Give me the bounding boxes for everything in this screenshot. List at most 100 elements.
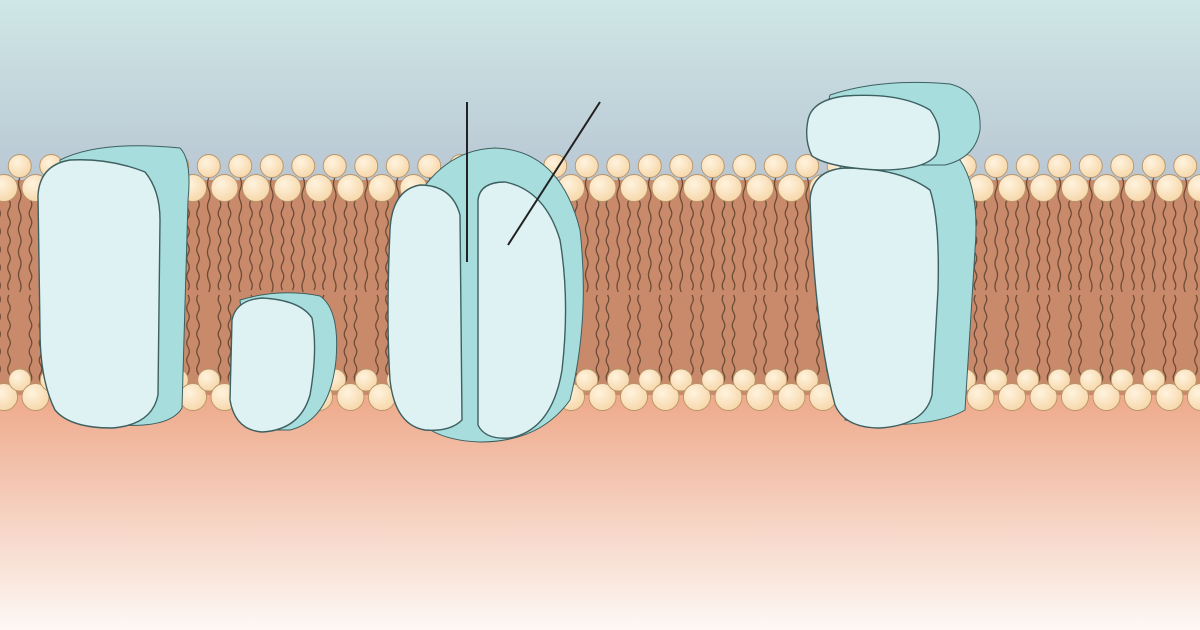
phospholipid-tail bbox=[249, 199, 253, 291]
phospholipid-head bbox=[259, 154, 284, 178]
leader-line-2 bbox=[507, 101, 601, 246]
phospholipid-tail bbox=[1162, 199, 1167, 291]
transmembrane-protein-right bbox=[809, 153, 977, 429]
phospholipid-head bbox=[966, 383, 995, 411]
phospholipid-head bbox=[1110, 154, 1135, 178]
phospholipid-tail bbox=[700, 294, 704, 383]
phospholipid-tail bbox=[7, 199, 11, 291]
phospholipid-head bbox=[714, 174, 743, 202]
phospholipid-tail bbox=[1036, 294, 1041, 383]
phospholipid-tail bbox=[280, 199, 285, 291]
phospholipid-tail bbox=[616, 177, 621, 293]
phospholipid-head bbox=[1187, 383, 1200, 411]
phospholipid-head bbox=[228, 154, 253, 178]
phospholipid-tail bbox=[994, 177, 999, 293]
phospholipid-head bbox=[1061, 174, 1089, 202]
phospholipid-head bbox=[197, 368, 221, 392]
phospholipid-tail bbox=[1194, 294, 1198, 383]
phospholipid-head bbox=[1142, 368, 1166, 392]
phospholipid-tail bbox=[605, 199, 610, 291]
phospholipid-tail bbox=[983, 199, 988, 291]
phospholipid-tail bbox=[742, 177, 747, 293]
phospholipid-tail bbox=[1172, 294, 1177, 383]
phospholipid-tail bbox=[1036, 199, 1041, 291]
phospholipid-tail bbox=[773, 177, 778, 293]
phospholipid-head bbox=[322, 154, 347, 178]
phospholipid-tail bbox=[1099, 199, 1104, 291]
phospholipid-head bbox=[984, 154, 1009, 178]
leader-lines bbox=[466, 101, 601, 262]
phospholipid-tail bbox=[637, 294, 641, 383]
transmembrane-protein-left bbox=[37, 145, 190, 429]
phospholipid-tail bbox=[28, 294, 33, 383]
phospholipid-tail bbox=[584, 177, 589, 293]
phospholipid-tail bbox=[784, 199, 789, 291]
phospholipid-tail bbox=[1151, 177, 1156, 293]
phospholipid-tail bbox=[1005, 294, 1009, 383]
phospholipid-tail bbox=[595, 294, 600, 383]
phospholipid-head bbox=[795, 154, 820, 178]
phospholipid-head bbox=[7, 154, 32, 178]
phospholipid-head bbox=[417, 154, 442, 178]
phospholipid-head bbox=[998, 174, 1026, 202]
phospholipid-tail bbox=[1183, 177, 1188, 293]
phospholipid-head bbox=[998, 383, 1026, 411]
phospholipid-head bbox=[1110, 368, 1134, 392]
phospholipid-tail bbox=[353, 199, 358, 291]
phospholipid-tail bbox=[364, 177, 369, 293]
phospholipid-head bbox=[588, 383, 617, 411]
phospholipid-tail bbox=[375, 199, 379, 291]
phospholipid-tail bbox=[312, 199, 316, 291]
phospholipid-tail bbox=[1078, 294, 1082, 383]
phospholipid-head bbox=[669, 368, 693, 392]
channel-subunit-right bbox=[477, 181, 567, 439]
phospholipid-tail bbox=[816, 294, 820, 383]
phospholipid-tail bbox=[238, 177, 243, 293]
phospholipid-tail bbox=[690, 199, 694, 291]
phospholipid-head bbox=[651, 383, 680, 411]
phospholipid-head bbox=[196, 154, 221, 178]
phospholipid-tail bbox=[647, 177, 652, 293]
phospholipid-tail bbox=[1099, 294, 1104, 383]
phospholipid-tail bbox=[301, 177, 306, 293]
phospholipid-head bbox=[777, 174, 806, 202]
phospholipid-head bbox=[0, 383, 18, 411]
phospholipid-tail bbox=[1141, 199, 1145, 291]
phospholipid-head bbox=[746, 174, 774, 202]
phospholipid-tail bbox=[343, 294, 348, 383]
phospholipid-head bbox=[1015, 154, 1040, 178]
phospholipid-head bbox=[637, 154, 662, 178]
phospholipid-tail bbox=[1068, 294, 1072, 383]
phospholipid-tail bbox=[1046, 199, 1051, 291]
phospholipid-head bbox=[1016, 368, 1040, 392]
phospholipid-tail bbox=[1068, 199, 1072, 291]
phospholipid-head bbox=[368, 174, 396, 202]
phospholipid-tail bbox=[322, 199, 326, 291]
phospholipid-head bbox=[273, 174, 302, 202]
phospholipid-tail bbox=[1015, 294, 1019, 383]
phospholipid-tail bbox=[637, 199, 641, 291]
phospholipid-head bbox=[620, 174, 648, 202]
phospholipid-tail bbox=[721, 294, 726, 383]
phospholipid-tail bbox=[731, 199, 736, 291]
phospholipid-head bbox=[1047, 368, 1071, 392]
phospholipid-tail bbox=[196, 294, 200, 383]
phospholipid-head bbox=[336, 174, 365, 202]
phospholipid-tail bbox=[7, 294, 11, 383]
phospholipid-head bbox=[638, 368, 662, 392]
phospholipid-head bbox=[1092, 383, 1121, 411]
phospholipid-tail bbox=[794, 294, 799, 383]
phospholipid-tail bbox=[1131, 294, 1135, 383]
phospholipid-tail bbox=[1141, 294, 1145, 383]
phospholipid-head bbox=[385, 154, 410, 178]
phospholipid-head bbox=[714, 383, 743, 411]
phospholipid-tail bbox=[1131, 199, 1135, 291]
phospholipid-tail bbox=[353, 294, 358, 383]
phospholipid-head bbox=[291, 154, 316, 178]
phospholipid-head bbox=[305, 174, 333, 202]
peripheral-protein-outer bbox=[805, 81, 981, 171]
phospholipid-tail bbox=[343, 199, 348, 291]
phospholipid-tail bbox=[595, 199, 600, 291]
